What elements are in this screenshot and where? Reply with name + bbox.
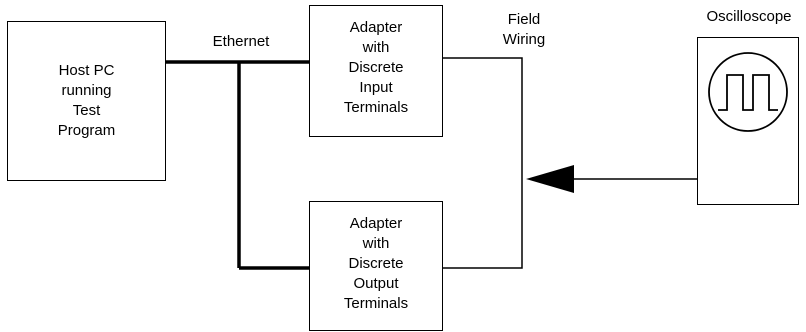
- input-adapter-label: Adapter with Discrete Input Terminals: [343, 19, 409, 116]
- oscilloscope-box: [697, 37, 799, 205]
- field-wiring-line: [443, 57, 523, 269]
- probe-arrowhead: [526, 165, 574, 193]
- oscilloscope-title: Oscilloscope: [706, 8, 792, 25]
- square-wave-icon: [708, 52, 788, 132]
- output-adapter-box: Adapter with Discrete Output Terminals: [309, 201, 443, 331]
- field-wiring-label: Field Wiring: [502, 11, 546, 48]
- ethernet-label: Ethernet: [212, 33, 270, 50]
- input-adapter-box: Adapter with Discrete Input Terminals: [309, 5, 443, 137]
- host-pc-box: Host PC running Test Program: [7, 21, 166, 181]
- output-adapter-label: Adapter with Discrete Output Terminals: [343, 215, 409, 312]
- host-pc-label: Host PC running Test Program: [57, 62, 116, 139]
